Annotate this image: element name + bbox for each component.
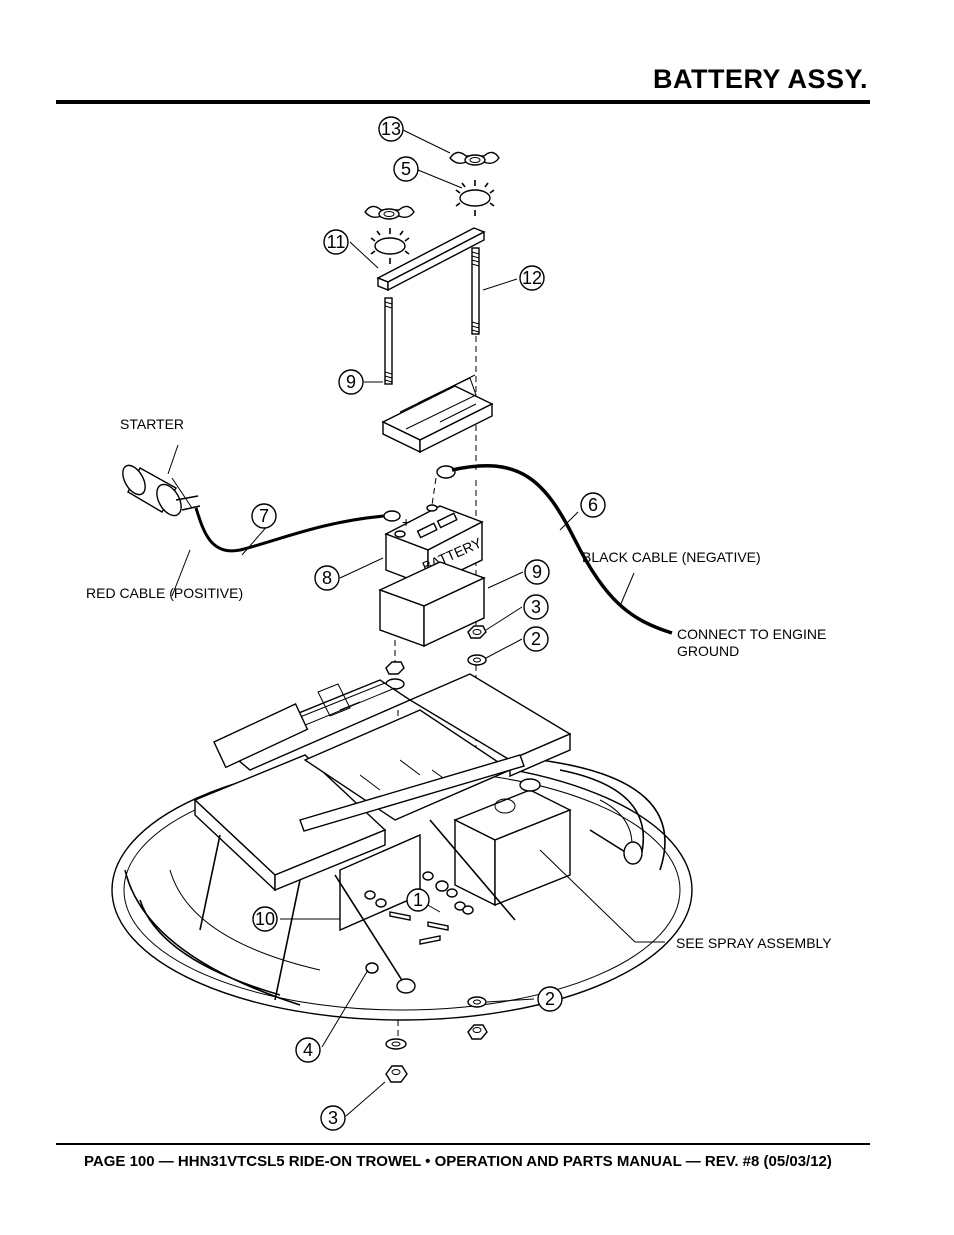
callout-10: 10 <box>252 906 278 932</box>
threaded-rod-right <box>471 247 480 335</box>
washer-lower-right <box>467 996 487 1008</box>
callout-11: 11 <box>323 229 349 255</box>
washer-upper-right <box>467 654 487 666</box>
wing-nut-right <box>449 151 500 166</box>
washer-lower-left <box>385 1038 407 1050</box>
callout-12: 12 <box>519 265 545 291</box>
lock-washer-left <box>370 228 410 264</box>
trowel-frame <box>111 673 693 1021</box>
callout-2-upper: 2 <box>523 626 549 652</box>
callout-9-top: 9 <box>338 369 364 395</box>
battery-tray <box>378 561 486 648</box>
svg-text:12: 12 <box>522 268 542 288</box>
nut-upper-right <box>467 625 487 639</box>
svg-text:7: 7 <box>259 506 269 526</box>
svg-text:3: 3 <box>328 1108 338 1128</box>
nut-lower-left <box>385 1065 408 1083</box>
svg-text:11: 11 <box>327 232 346 252</box>
header-rule <box>56 100 870 104</box>
callout-1: 1 <box>406 888 430 912</box>
battery-plus-mark: + <box>402 514 410 530</box>
footer-rule <box>56 1143 870 1145</box>
black-cable <box>431 464 673 635</box>
nut-lower-right <box>467 1024 488 1040</box>
label-see-spray: SEE SPRAY ASSEMBLY <box>676 935 832 951</box>
wing-nut-left <box>364 205 415 220</box>
callout-9-lower: 9 <box>524 559 550 585</box>
svg-text:2: 2 <box>531 629 541 649</box>
svg-text:2: 2 <box>545 989 555 1009</box>
callout-13: 13 <box>378 116 404 142</box>
label-red-cable: RED CABLE (POSITIVE) <box>86 585 243 601</box>
callout-7: 7 <box>251 503 277 529</box>
svg-text:3: 3 <box>531 597 541 617</box>
callout-8: 8 <box>314 565 340 591</box>
callout-5: 5 <box>393 156 419 182</box>
label-connect-ground-2: GROUND <box>677 643 739 659</box>
svg-text:4: 4 <box>303 1040 313 1060</box>
page-footer: PAGE 100 — HHN31VTCSL5 RIDE-ON TROWEL • … <box>84 1153 832 1170</box>
hold-down-bar <box>376 227 486 292</box>
label-connect-ground-1: CONNECT TO ENGINE <box>677 626 826 642</box>
label-black-cable: BLACK CABLE (NEGATIVE) <box>582 549 761 565</box>
threaded-rod-left <box>384 297 393 385</box>
starter <box>122 464 201 517</box>
page-title: BATTERY ASSY. <box>652 64 868 94</box>
svg-text:9: 9 <box>532 562 542 582</box>
callout-3-lower: 3 <box>320 1105 346 1131</box>
callout-6: 6 <box>580 492 606 518</box>
svg-text:10: 10 <box>255 909 275 929</box>
callout-2-lower: 2 <box>537 986 563 1012</box>
label-starter: STARTER <box>120 416 184 432</box>
svg-text:9: 9 <box>346 372 356 392</box>
battery-cover <box>381 374 494 454</box>
red-cable <box>194 507 401 553</box>
svg-text:6: 6 <box>588 495 598 515</box>
svg-text:1: 1 <box>413 890 423 910</box>
svg-text:8: 8 <box>322 568 332 588</box>
lock-washer-right <box>455 180 495 216</box>
svg-text:5: 5 <box>401 159 411 179</box>
svg-text:13: 13 <box>381 119 401 139</box>
callout-3-upper: 3 <box>523 594 549 620</box>
nut-upper-left <box>385 661 405 690</box>
callout-4: 4 <box>295 1037 321 1063</box>
